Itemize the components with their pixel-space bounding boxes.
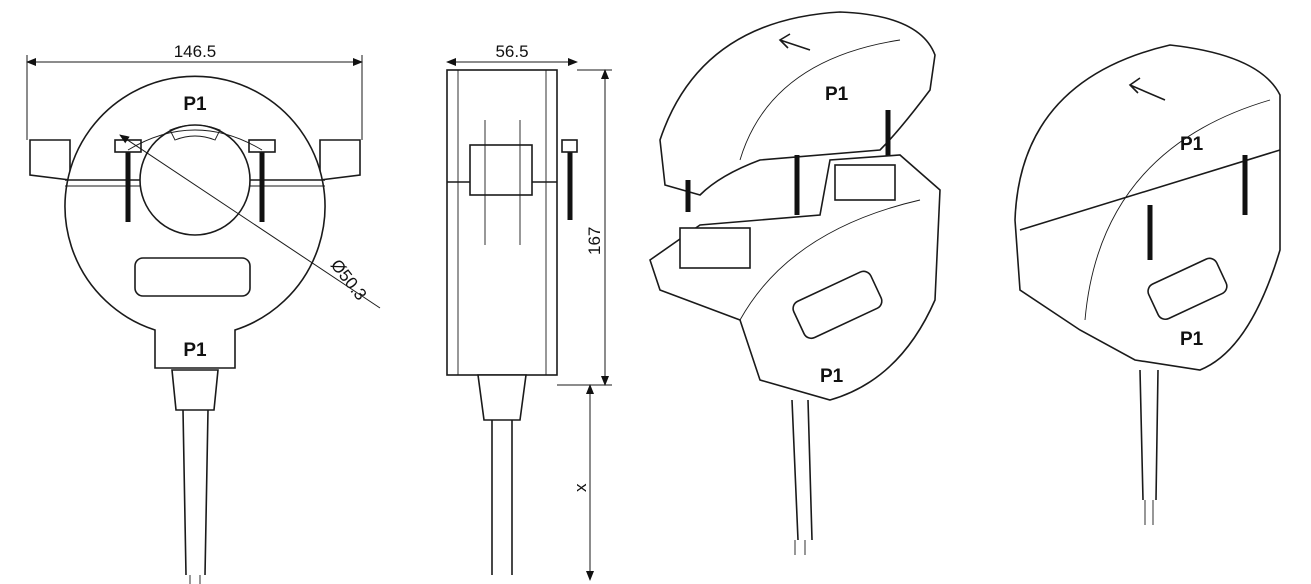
depth-dimension: 56.5 [495, 42, 528, 61]
diameter-dimension: Ø50.3 [327, 256, 370, 304]
cable-length-dimension: x [571, 483, 590, 492]
p1-marking-bottom: P1 [820, 366, 844, 387]
iso-closed-view: P1 P1 [1014, 44, 1281, 525]
height-dimension: 167 [585, 227, 604, 255]
front-view: Ø50.3 P1 P1 146.5 [26, 42, 381, 584]
p1-marking-bottom: P1 [1180, 329, 1204, 350]
p1-marking-top: P1 [1180, 134, 1204, 155]
p1-marking-bottom: P1 [183, 340, 207, 361]
p1-marking-top: P1 [825, 84, 849, 105]
width-dimension: 146.5 [174, 42, 217, 61]
side-view: 56.5 167 x [446, 42, 612, 581]
iso-open-view: P1 P1 [649, 11, 941, 555]
p1-marking-top: P1 [183, 94, 207, 115]
